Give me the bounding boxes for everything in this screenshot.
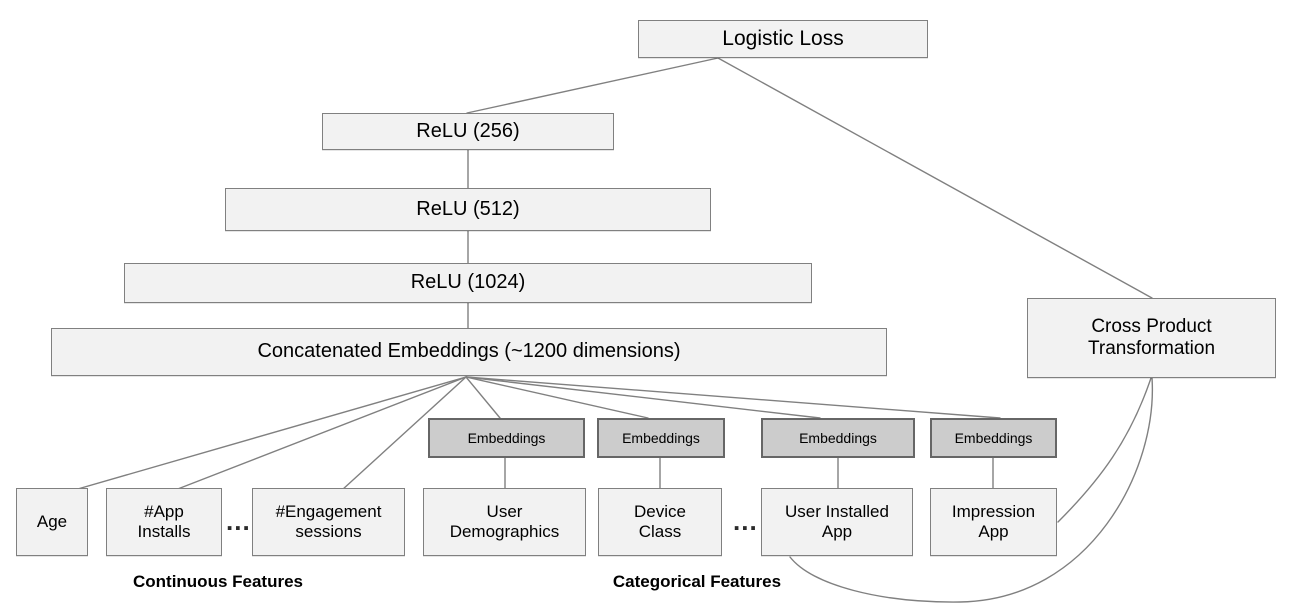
edge-loss-to-relu256 bbox=[466, 57, 719, 114]
node-concatenated-embeddings[interactable]: Concatenated Embeddings (~1200 dimension… bbox=[51, 328, 887, 376]
node-feature-app-installs-line1: #App bbox=[144, 501, 184, 521]
ellipsis-categorical-features: ... bbox=[733, 506, 758, 536]
node-feature-impression-app[interactable]: Impression App bbox=[930, 488, 1057, 556]
node-feature-engagement-sessions[interactable]: #Engagement sessions bbox=[252, 488, 405, 556]
node-feature-app-installs[interactable]: #App Installs bbox=[106, 488, 222, 556]
node-embeddings-user-installed-app-label: Embeddings bbox=[799, 429, 877, 446]
node-concatenated-embeddings-label: Concatenated Embeddings (~1200 dimension… bbox=[257, 340, 681, 363]
node-feature-user-demographics-line1: User bbox=[486, 501, 523, 521]
node-relu-1024[interactable]: ReLU (1024) bbox=[124, 263, 812, 303]
node-embeddings-impression-app[interactable]: Embeddings bbox=[930, 418, 1057, 458]
node-feature-impression-app-line1: Impression bbox=[951, 501, 1036, 521]
node-logistic-loss-label: Logistic Loss bbox=[722, 26, 844, 50]
node-feature-user-installed-app-line1: User Installed bbox=[785, 501, 889, 521]
node-feature-impression-app-line2: App bbox=[978, 522, 1009, 541]
node-cross-product-line2: Transformation bbox=[1087, 338, 1216, 359]
node-feature-user-installed-app-line2: App bbox=[821, 522, 853, 541]
group-label-continuous-features: Continuous Features bbox=[132, 572, 303, 591]
node-embeddings-impression-app-label: Embeddings bbox=[954, 429, 1033, 446]
node-feature-app-installs-line2: Installs bbox=[137, 522, 191, 541]
node-embeddings-device-class-label: Embeddings bbox=[622, 429, 700, 446]
node-relu-256[interactable]: ReLU (256) bbox=[322, 113, 614, 150]
node-cross-product-line1: Cross Product bbox=[1091, 315, 1212, 337]
node-embeddings-user-installed-app[interactable]: Embeddings bbox=[761, 418, 915, 458]
node-feature-engagement-sessions-line2: sessions bbox=[295, 522, 362, 541]
node-feature-device-class-line1: Device bbox=[634, 501, 686, 521]
group-label-categorical-features: Categorical Features bbox=[612, 572, 782, 591]
edge-concat-to-embeddings-impression-app bbox=[465, 376, 1001, 419]
node-embeddings-device-class[interactable]: Embeddings bbox=[597, 418, 725, 458]
edge-loss-to-cross-product bbox=[717, 57, 1153, 299]
node-embeddings-user-demographics-label: Embeddings bbox=[467, 429, 546, 446]
node-cross-product-transformation[interactable]: Cross Product Transformation bbox=[1027, 298, 1276, 378]
edge-cross-product-to-impression-app bbox=[1057, 377, 1152, 523]
node-relu-512-label: ReLU (512) bbox=[416, 197, 520, 220]
edge-concat-to-embeddings-user-demographics bbox=[465, 376, 501, 419]
edge-concat-to-age bbox=[56, 376, 467, 496]
node-feature-device-class-line2: Class bbox=[638, 522, 682, 541]
node-feature-user-demographics-line2: Demographics bbox=[449, 522, 560, 541]
node-logistic-loss[interactable]: Logistic Loss bbox=[638, 20, 928, 58]
node-relu-1024-label: ReLU (1024) bbox=[410, 271, 526, 294]
node-feature-user-installed-app[interactable]: User Installed App bbox=[761, 488, 913, 556]
node-feature-user-demographics[interactable]: User Demographics bbox=[423, 488, 586, 556]
edge-concat-to-embeddings-user-installed-app bbox=[465, 376, 821, 419]
edge-concat-to-app-installs bbox=[169, 376, 467, 493]
node-relu-256-label: ReLU (256) bbox=[416, 119, 520, 142]
node-feature-engagement-sessions-line1: #Engagement bbox=[275, 501, 382, 521]
edge-concat-to-embeddings-device-class bbox=[465, 376, 649, 419]
node-relu-512[interactable]: ReLU (512) bbox=[225, 188, 711, 231]
node-embeddings-user-demographics[interactable]: Embeddings bbox=[428, 418, 585, 458]
ellipsis-continuous-features: ... bbox=[226, 506, 251, 536]
node-feature-device-class[interactable]: Device Class bbox=[598, 488, 722, 556]
node-feature-age-line1: Age bbox=[36, 511, 68, 531]
node-feature-age[interactable]: Age bbox=[16, 488, 88, 556]
